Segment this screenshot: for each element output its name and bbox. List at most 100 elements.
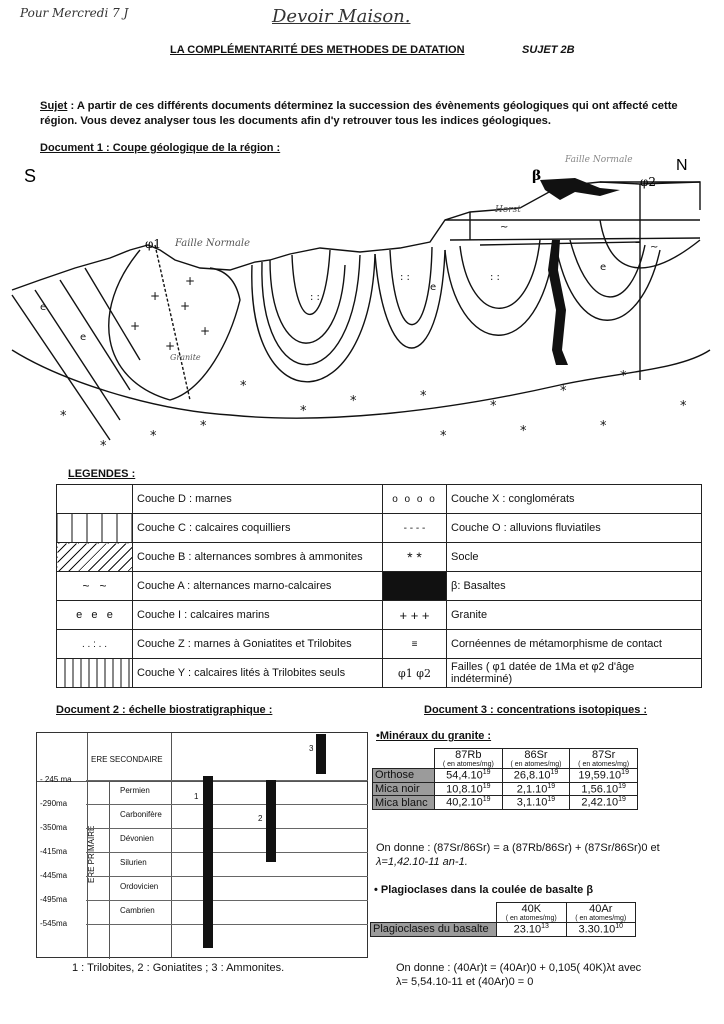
phi1-label: φ1 (145, 237, 161, 251)
ere-secondaire-label: ERE SECONDAIRE (91, 755, 163, 764)
subject-label: SUJET 2B (522, 44, 575, 56)
age-label: -415ma (40, 847, 67, 856)
svg-text:*: * (100, 439, 107, 454)
fault-note: Faille Normale (174, 238, 250, 249)
legend-row: . . : . . Couche Z : marnes à Goniatites… (57, 630, 702, 659)
legend-label: Socle (447, 543, 702, 572)
granite-symbol: + + + (383, 601, 447, 630)
svg-text:*: * (240, 379, 247, 394)
basalt-formula: On donne : (40Ar)t = (40Ar)0 + 0,105( 40… (396, 962, 716, 974)
svg-text:*: * (150, 429, 157, 444)
granite-isotope-table: 87Rb( en atomes/mg) 86Sr( en atomes/mg) … (372, 748, 638, 810)
legend-title: LEGENDES : (68, 468, 135, 480)
header-86sr: 86Sr( en atomes/mg) (502, 749, 570, 769)
legend-label: Couche C : calcaires coquilliers (133, 514, 383, 543)
period-label: Permien (120, 786, 150, 795)
granite-note: Granite (170, 353, 201, 362)
svg-text:*: * (620, 369, 627, 384)
doc2-title: Document 2 : échelle biostratigraphique … (56, 704, 272, 716)
north-label: N (676, 157, 688, 174)
svg-text:*: * (60, 409, 67, 424)
svg-text:*: * (200, 419, 207, 434)
sujet-paragraph: Sujet : A partir de ces différents docum… (40, 99, 690, 129)
table-row: Orthose 54,4.1019 26,8.1019 19,59.1019 (373, 769, 638, 783)
svg-text:+: + (150, 289, 160, 303)
svg-text:+: + (200, 324, 210, 338)
age-line (86, 924, 368, 925)
marnes-symbol (57, 485, 133, 514)
svg-text:*: * (350, 394, 357, 409)
period-label: Dévonien (120, 834, 154, 843)
period-label: Cambrien (120, 906, 155, 915)
legend-table: Couche D : marnes o o o o Couche X : con… (56, 484, 702, 688)
legend-label: Granite (447, 601, 702, 630)
header-87rb: 87Rb( en atomes/mg) (435, 749, 503, 769)
legend-label: Couche I : calcaires marins (133, 601, 383, 630)
granite-heading: •Minéraux du granite : (376, 730, 491, 742)
legend-label: Couche B : alternances sombres à ammonit… (133, 543, 383, 572)
horst-note: Horst (494, 205, 521, 215)
marnes-goniatites-symbol: . . : . . (57, 630, 133, 659)
age-label: -545ma (40, 919, 67, 928)
corneennes-symbol: ≡ (383, 630, 447, 659)
header-40k: 40K( en atomes/mg) (497, 903, 567, 923)
legend-label: Couche A : alternances marno-calcaires (133, 572, 383, 601)
legend-label: β: Basaltes (447, 572, 702, 601)
fault-note-2: Faille Normale (564, 155, 633, 165)
bar-number-2: 2 (258, 814, 262, 823)
doc2-caption: 1 : Trilobites, 2 : Goniatites ; 3 : Amm… (72, 962, 284, 974)
bar-number-1: 1 (194, 792, 198, 801)
socle-symbol: * * (383, 543, 447, 572)
svg-text:~: ~ (500, 222, 508, 233)
doc3-title: Document 3 : concentrations isotopiques … (424, 704, 647, 716)
geological-cross-section: **** **** **** *** +++ +++ : :: :: : eee… (0, 150, 724, 465)
legend-label: Couche D : marnes (133, 485, 383, 514)
svg-text:*: * (490, 399, 497, 414)
granite-lambda: λ=1,42.10-11 an-1. (376, 856, 468, 868)
svg-text:: :: : : (490, 272, 500, 283)
age-line (86, 852, 368, 853)
period-label: Carbonifère (120, 810, 162, 819)
range-bar-ammonites (316, 734, 326, 774)
age-line (86, 876, 368, 877)
calcaire-coquillier-symbol (57, 514, 133, 543)
sujet-label: Sujet (40, 100, 67, 112)
basalt-heading: • Plagioclases dans la coulée de basalte… (374, 884, 593, 896)
table-row: Mica noir 10,8.1019 2,1.1019 1,56.1019 (373, 782, 638, 796)
sujet-text: : A partir de ces différents documents d… (40, 100, 678, 127)
ere-primaire-label: ERE PRIMAIRE (87, 803, 96, 883)
legend-row: Couche C : calcaires coquilliers - - - -… (57, 514, 702, 543)
legend-row: e e e Couche I : calcaires marins + + + … (57, 601, 702, 630)
age-line (86, 900, 368, 901)
legend-label: Couche Y : calcaires lités à Trilobites … (133, 659, 383, 688)
svg-text:+: + (180, 299, 190, 313)
svg-text:*: * (300, 404, 307, 419)
svg-text:+: + (130, 319, 140, 333)
handwritten-note: Pour Mercredi 7 J (20, 6, 128, 20)
range-bar-goniatites (266, 780, 276, 862)
period-label: Silurien (120, 858, 147, 867)
granite-formula: On donne : (87Sr/86Sr) = a (87Rb/86Sr) +… (376, 842, 696, 854)
legend-row: Couche B : alternances sombres à ammonit… (57, 543, 702, 572)
svg-text:: :: : : (310, 292, 320, 303)
header-40ar: 40Ar( en atomes/mg) (566, 903, 636, 923)
svg-text:*: * (440, 429, 447, 444)
bar-number-3: 3 (309, 744, 313, 753)
beta-label: β (532, 168, 541, 184)
legend-label: Couche Z : marnes à Goniatites et Trilob… (133, 630, 383, 659)
basalt-symbol (383, 572, 447, 601)
legend-label: Failles ( φ1 datée de 1Ma et φ2 d'âge in… (447, 659, 702, 688)
svg-text:e: e (80, 332, 86, 343)
svg-text:e: e (40, 302, 46, 313)
legend-label: Cornéennes de métamorphisme de contact (447, 630, 702, 659)
header-87sr: 87Sr( en atomes/mg) (570, 749, 638, 769)
handwritten-title: Devoir Maison. (272, 6, 410, 27)
alluvions-symbol: - - - - (383, 514, 447, 543)
legend-row: ~ ~ Couche A : alternances marno-calcair… (57, 572, 702, 601)
legend-row: Couche Y : calcaires lités à Trilobites … (57, 659, 702, 688)
age-label: -445ma (40, 871, 67, 880)
svg-text:*: * (600, 419, 607, 434)
conglomerat-symbol: o o o o (383, 485, 447, 514)
period-label: Ordovicien (120, 882, 158, 891)
svg-text:*: * (520, 424, 527, 439)
